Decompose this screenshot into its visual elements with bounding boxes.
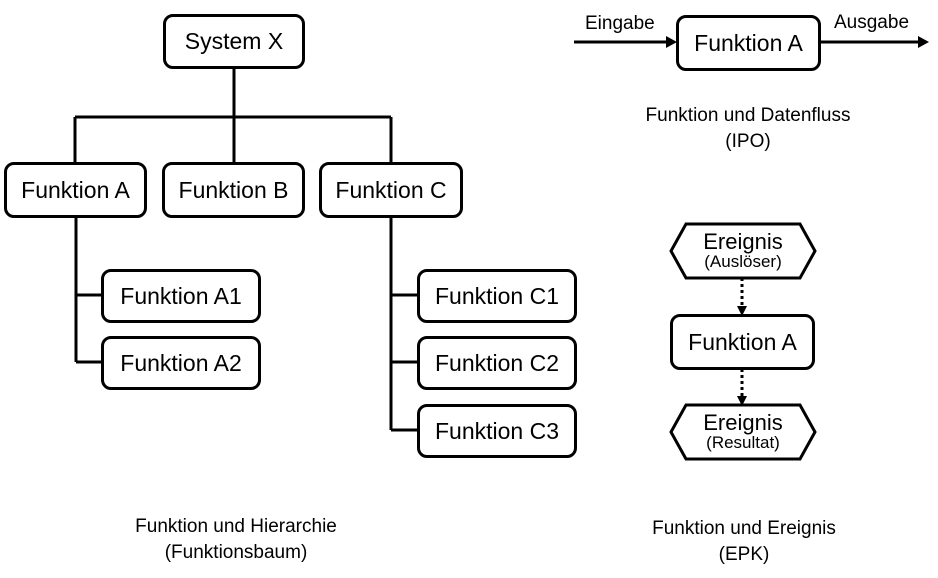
tree-caption: Funktion und Hierarchie (Funktionsbaum)	[86, 514, 386, 565]
ipo-function-node: Funktion A	[676, 15, 821, 71]
tree-node-funktion-a1: Funktion A1	[101, 269, 261, 323]
epk-caption-line2: (EPK)	[718, 543, 770, 565]
tree-caption-line2: (Funktionsbaum)	[164, 541, 308, 563]
hexagon-shape	[669, 403, 817, 461]
ipo-caption-line2: (IPO)	[725, 130, 771, 152]
epk-trigger-event-sub: (Auslöser)	[704, 252, 782, 272]
ipo-caption: Funktion und Datenfluss (IPO)	[598, 103, 898, 154]
ipo-input-label: Eingabe	[585, 13, 655, 34]
ipo-output-label: Ausgabe	[834, 12, 910, 33]
tree-caption-line1: Funktion und Hierarchie	[135, 516, 337, 537]
tree-node-funktion-c3: Funktion C3	[417, 404, 577, 458]
tree-node-funktion-b: Funktion B	[162, 162, 305, 218]
epk-caption: Funktion und Ereignis (EPK)	[594, 516, 894, 567]
epk-function-node: Funktion A	[670, 314, 815, 370]
epk-trigger-event: Ereignis (Auslöser)	[669, 222, 817, 280]
tree-node-funktion-c: Funktion C	[319, 162, 463, 218]
epk-result-event-label: Ereignis	[703, 410, 783, 436]
epk-caption-line1: Funktion und Ereignis	[652, 518, 836, 539]
epk-result-event-sub: (Resultat)	[706, 433, 780, 453]
ipo-input-arrowhead	[666, 36, 677, 48]
tree-node-funktion-c1: Funktion C1	[417, 269, 577, 323]
hexagon-shape	[669, 222, 817, 280]
ipo-output-arrowhead	[918, 36, 929, 48]
epk-arrowhead-2	[737, 396, 747, 406]
epk-arrowhead-1	[737, 306, 747, 316]
tree-node-funktion-c2: Funktion C2	[417, 336, 577, 390]
tree-root-node: System X	[163, 14, 305, 69]
epk-result-event: Ereignis (Resultat)	[669, 403, 817, 461]
ipo-caption-line1: Funktion und Datenfluss	[645, 105, 851, 126]
epk-trigger-event-label: Ereignis	[703, 229, 783, 255]
tree-node-funktion-a: Funktion A	[4, 162, 147, 218]
tree-node-funktion-a2: Funktion A2	[101, 336, 261, 390]
